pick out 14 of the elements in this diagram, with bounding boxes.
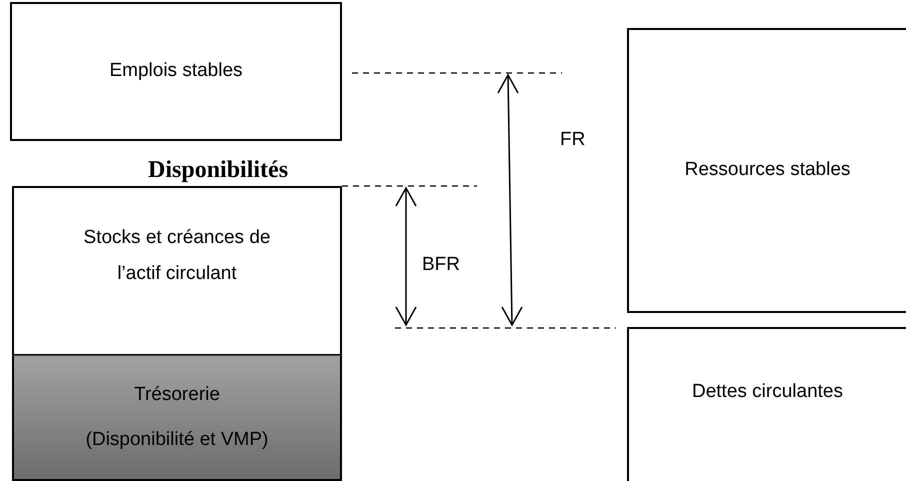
balance-box bbox=[627, 327, 906, 481]
balance-box bbox=[12, 186, 342, 356]
dimension-label: FR bbox=[560, 129, 586, 151]
box-text: Stocks et créances de l’actif circulant bbox=[82, 226, 272, 286]
box-text: Dettes circulantes bbox=[692, 380, 843, 404]
section-heading: Disponibilités bbox=[148, 157, 288, 184]
dimension-label: BFR bbox=[422, 254, 460, 276]
balance-box bbox=[12, 355, 342, 481]
balance-box bbox=[627, 28, 906, 313]
box-text: Trésorerie bbox=[134, 384, 220, 406]
box-text: Emplois stables bbox=[109, 59, 243, 84]
box-text: Ressources stables bbox=[684, 158, 850, 182]
balance-box bbox=[10, 2, 342, 141]
box-text: (Disponibilité et VMP) bbox=[86, 428, 268, 452]
